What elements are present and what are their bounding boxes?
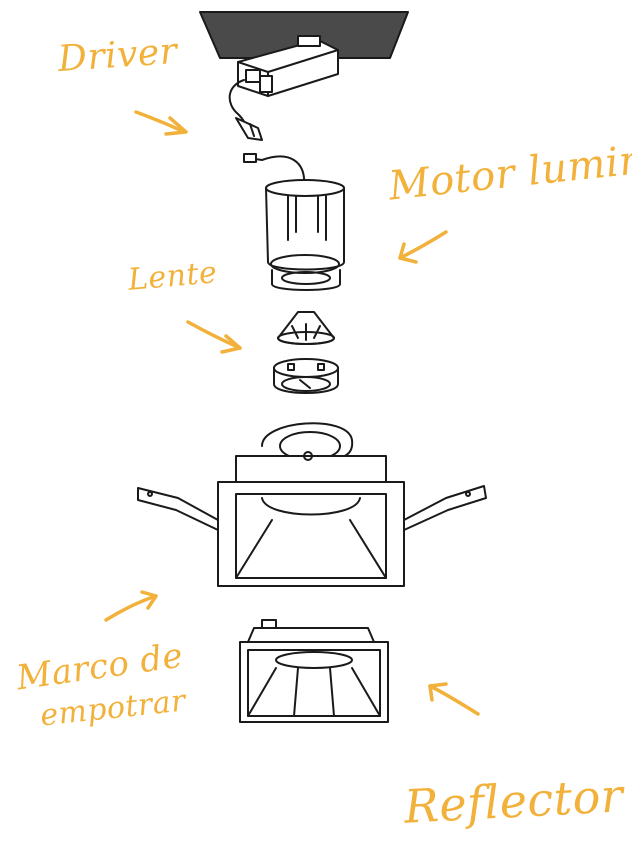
label-reflector: Reflector — [402, 768, 625, 834]
arrow-reflector-icon — [428, 682, 480, 716]
recessed-frame-icon — [137, 422, 487, 587]
lens-icon — [277, 311, 335, 345]
arrow-lente-icon — [186, 320, 242, 354]
reflector-icon — [239, 619, 389, 723]
light-engine-icon — [243, 153, 345, 291]
arrow-motor-icon — [398, 230, 448, 264]
driver-icon — [228, 35, 339, 141]
arrow-driver-icon — [134, 110, 188, 136]
label-lente: Lente — [126, 255, 219, 298]
arrow-marco-icon — [104, 590, 158, 622]
label-driver: Driver — [56, 30, 179, 81]
lens-holder-icon — [273, 358, 339, 394]
